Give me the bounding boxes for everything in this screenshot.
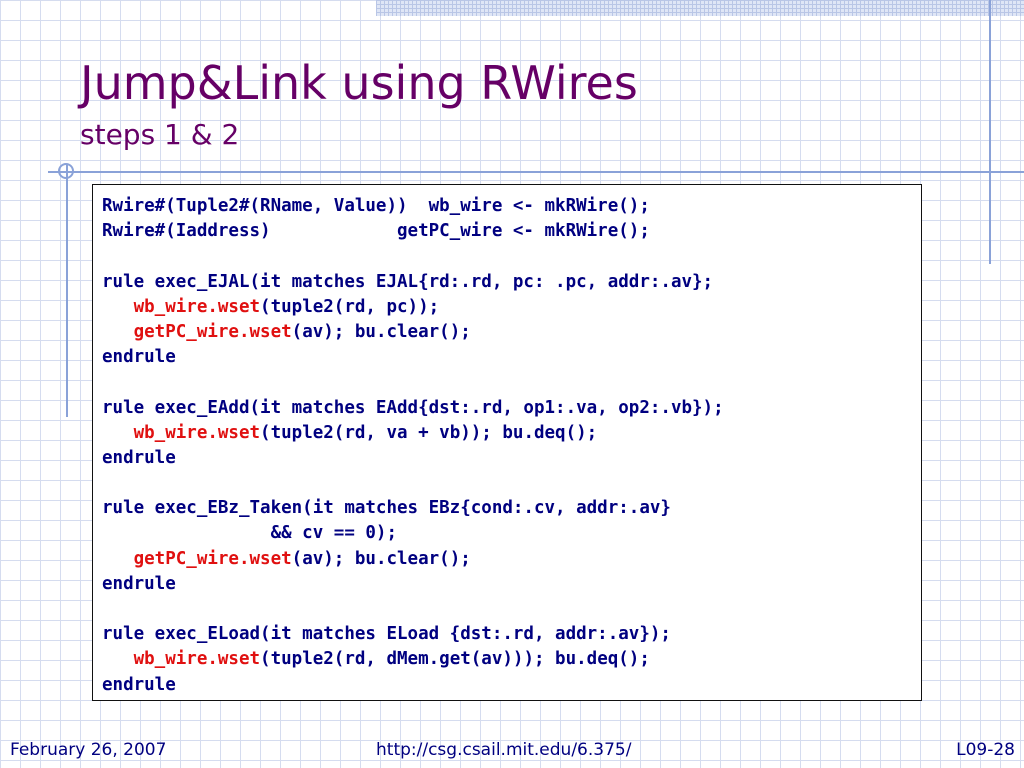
code-line: wb_wire.wset(tuple2(rd, va + vb)); bu.de… (102, 421, 921, 446)
code-text: rule exec_EJAL(it matches EJAL{rd:.rd, p… (102, 271, 714, 292)
decorative-circle (58, 163, 74, 179)
code-line: rule exec_EJAL(it matches EJAL{rd:.rd, p… (102, 270, 921, 295)
code-text (102, 649, 134, 669)
code-text: (av); bu.clear(); (291, 548, 471, 569)
code-highlight: getPC_wire.wset (133, 548, 292, 569)
code-line: endrule (102, 446, 921, 471)
code-text: endrule (102, 347, 176, 368)
code-text: endrule (102, 573, 176, 594)
code-line (102, 597, 921, 622)
code-text: rule exec_ELoad(it matches ELoad {dst:.r… (102, 624, 671, 645)
code-text: endrule (102, 447, 176, 468)
code-line: rule exec_EAdd(it matches EAdd{dst:.rd, … (102, 396, 921, 421)
code-text: endrule (102, 674, 176, 695)
code-line: getPC_wire.wset(av); bu.clear(); (102, 547, 921, 572)
code-line: Rwire#(Tuple2#(RName, Value)) wb_wire <-… (102, 194, 921, 219)
code-text: Rwire#(Tuple2#(RName, Value)) wb_wire <-… (102, 196, 650, 216)
code-line: endrule (102, 673, 921, 698)
code-line: wb_wire.wset(tuple2(rd, pc)); (102, 295, 921, 320)
slide-subtitle: steps 1 & 2 (80, 118, 240, 151)
code-highlight: wb_wire.wset (133, 422, 261, 443)
code-block: Rwire#(Tuple2#(RName, Value)) wb_wire <-… (92, 184, 922, 701)
code-text: (tuple2(rd, dMem.get(av))); bu.deq(); (260, 649, 650, 670)
decorative-vertical-line-right (989, 0, 991, 264)
code-line: Rwire#(Iaddress) getPC_wire <- mkRWire()… (102, 219, 921, 244)
code-text (102, 297, 134, 317)
code-line: wb_wire.wset(tuple2(rd, dMem.get(av))); … (102, 647, 921, 672)
decorative-horizontal-line (48, 171, 1024, 173)
code-line: endrule (102, 345, 921, 370)
code-text: Rwire#(Iaddress) getPC_wire <- mkRWire()… (102, 221, 650, 242)
code-line (102, 471, 921, 496)
code-text (102, 322, 134, 342)
code-text: (tuple2(rd, va + vb)); bu.deq(); (260, 422, 598, 443)
code-text (102, 549, 134, 569)
code-highlight: wb_wire.wset (133, 296, 261, 317)
top-decorative-band (376, 0, 1024, 16)
code-line: rule exec_EBz_Taken(it matches EBz{cond:… (102, 496, 921, 521)
code-text: && cv == 0); (102, 523, 398, 544)
code-text: rule exec_EBz_Taken(it matches EBz{cond:… (102, 498, 671, 519)
code-line: endrule (102, 572, 921, 597)
code-text (102, 423, 134, 443)
code-highlight: getPC_wire.wset (133, 321, 292, 342)
code-line (102, 370, 921, 395)
code-highlight: wb_wire.wset (133, 649, 261, 670)
slide-title: Jump&Link using RWires (80, 56, 638, 110)
footer-date: February 26, 2007 (10, 740, 167, 760)
code-line: getPC_wire.wset(av); bu.clear(); (102, 320, 921, 345)
footer-page-number: L09-28 (956, 740, 1015, 760)
decorative-vertical-line-left (66, 165, 68, 417)
code-line (102, 244, 921, 269)
code-text: (av); bu.clear(); (291, 321, 471, 342)
code-text: (tuple2(rd, pc)); (260, 296, 440, 317)
code-line: rule exec_ELoad(it matches ELoad {dst:.r… (102, 622, 921, 647)
code-text: rule exec_EAdd(it matches EAdd{dst:.rd, … (102, 397, 724, 418)
code-line: && cv == 0); (102, 521, 921, 546)
footer-url: http://csg.csail.mit.edu/6.375/ (376, 740, 632, 760)
